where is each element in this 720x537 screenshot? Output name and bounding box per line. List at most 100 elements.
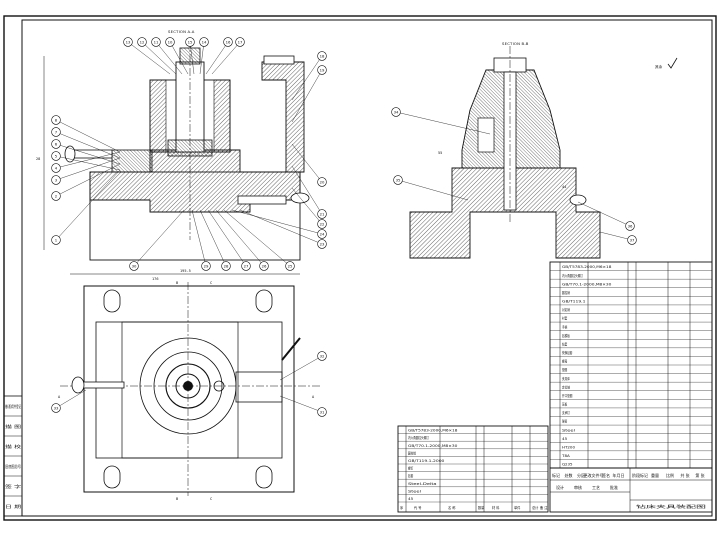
bom-header-cell: 名 称 xyxy=(448,505,456,510)
plan-mark-a-right: A xyxy=(312,395,315,399)
bom-right-rows: GB/T5783-2000,M6×18内六角圆柱头螺钉GB/T70.1-2000… xyxy=(550,265,712,469)
title-block-cell: 签名 xyxy=(602,472,610,478)
bom-left-cell: GB/T5783-2000,M6×18 xyxy=(408,429,457,433)
bom-cell: 内六角圆柱头螺钉 xyxy=(562,273,583,278)
balloon-label: 28 xyxy=(224,263,229,268)
title-block-cell: 比例 xyxy=(666,472,674,478)
plan-width-dim: 195.5 xyxy=(180,269,191,273)
balloon-label: 4 xyxy=(55,165,58,170)
bom-left-cell: 钻套 xyxy=(408,473,414,478)
bom-left-table: GB/T5783-2000,M6×18内六角圆柱头螺钉GB/T70.1-2000… xyxy=(397,425,549,513)
side-panel-label: 描 校 xyxy=(5,443,21,449)
leader-line xyxy=(55,151,121,169)
plan-mark-c-bottom: C xyxy=(210,497,212,501)
bom-cell: GB/T5783-2000,M6×18 xyxy=(562,265,611,269)
balloon-circle xyxy=(627,235,637,245)
leader-line xyxy=(169,41,189,75)
bom-header-cell: 备 注 xyxy=(540,505,548,510)
leader-line xyxy=(279,355,323,381)
balloon-circle xyxy=(223,37,233,47)
leader-line xyxy=(199,41,205,75)
leader-line xyxy=(133,209,185,267)
leader-line xyxy=(55,155,121,171)
balloon-circle xyxy=(317,51,327,61)
balloon-circle xyxy=(317,239,327,249)
roughness-symbol xyxy=(667,57,678,69)
leader-line xyxy=(189,41,195,75)
bom-cell: 45 xyxy=(562,437,567,441)
title-block-cell: 钻床夹具装配图 xyxy=(636,503,706,509)
balloon-group-plan-left: 33 xyxy=(51,389,87,413)
leader-line xyxy=(199,209,227,267)
balloon-label: 29 xyxy=(204,263,209,268)
plan-hand-knob xyxy=(71,376,85,394)
sec-b-knob xyxy=(569,194,587,206)
adjust-knob xyxy=(290,192,310,204)
leader-line xyxy=(207,209,247,267)
balloon-circle xyxy=(165,37,175,47)
balloon-label: 3 xyxy=(55,177,58,182)
side-panel-label: 描 图 xyxy=(5,423,21,429)
balloon-label: 17 xyxy=(238,39,243,44)
bom-header-cell: 总计 xyxy=(532,505,539,510)
bom-right-table: GB/T5783-2000,M6×18内六角圆柱头螺钉GB/T70.1-2000… xyxy=(549,261,713,469)
hand-knob xyxy=(64,145,76,163)
title-block-cell: 重量 xyxy=(651,472,659,478)
title-block-cell: 第 张 xyxy=(695,472,704,478)
balloon-circle xyxy=(317,219,327,229)
balloon-circle xyxy=(317,351,327,361)
balloon-label: 22 xyxy=(320,221,325,226)
balloon-label: 6 xyxy=(55,141,58,146)
balloon-circle xyxy=(137,37,147,47)
slot-top-left xyxy=(103,289,121,313)
height-dimension-text: 28 xyxy=(36,157,40,161)
bom-cell: 定位轴 xyxy=(562,384,570,389)
balloon-circle xyxy=(123,37,133,47)
bom-left-cell: 45 xyxy=(408,497,413,501)
balloon-label: 30 xyxy=(132,263,137,268)
bom-left-cell: GB/T119.1-2000 xyxy=(408,459,444,463)
column-wall-right xyxy=(213,79,231,153)
balloon-label: 32 xyxy=(320,353,325,358)
side-panel-label: 签 字 xyxy=(5,483,21,489)
side-panel-label: 旧底图总号 xyxy=(5,463,21,469)
balloon-label: 12 xyxy=(140,39,145,44)
bom-cell: Steel xyxy=(562,428,575,432)
balloon-label: 37 xyxy=(630,237,635,242)
balloon-label: 33 xyxy=(54,405,59,410)
bom-cell: 钻套 xyxy=(562,341,568,346)
section-a-title: SECTION A-A xyxy=(168,29,195,34)
leader-line xyxy=(291,143,323,183)
leader-line xyxy=(291,165,323,215)
title-block-cell: 共 张 xyxy=(680,472,689,478)
title-block-frame xyxy=(549,467,713,513)
balloon-circle xyxy=(51,139,61,149)
balloon-label: 25 xyxy=(288,263,293,268)
leader-line xyxy=(55,143,121,165)
balloon-label: 10 xyxy=(168,39,173,44)
title-block-cell: 工艺 xyxy=(592,485,600,490)
bom-cell: 弹簧 xyxy=(562,419,568,424)
bom-cell: 圆柱销 xyxy=(562,290,570,295)
left-clamp-block xyxy=(111,149,153,173)
title-block-cell: 设计 xyxy=(556,484,564,490)
slot-bottom-left xyxy=(103,465,121,489)
balloon-circle xyxy=(317,229,327,239)
balloon-label: 7 xyxy=(55,129,58,134)
bom-header-cell: 数量 xyxy=(478,505,485,510)
bom-cell: 垫圈 xyxy=(562,367,567,372)
title-block: 标记处数分区更改文件号签名年月日设计审核工艺批准阶段标记重量比例共 张第 张钻床… xyxy=(549,467,713,513)
balloon-label: 5 xyxy=(55,153,58,158)
balloon-circle xyxy=(235,37,245,47)
bom-cell: Q235 xyxy=(562,463,572,467)
leader-line xyxy=(55,157,121,181)
leader-line xyxy=(55,169,121,241)
balloon-circle xyxy=(317,209,327,219)
balloon-circle xyxy=(317,177,327,187)
